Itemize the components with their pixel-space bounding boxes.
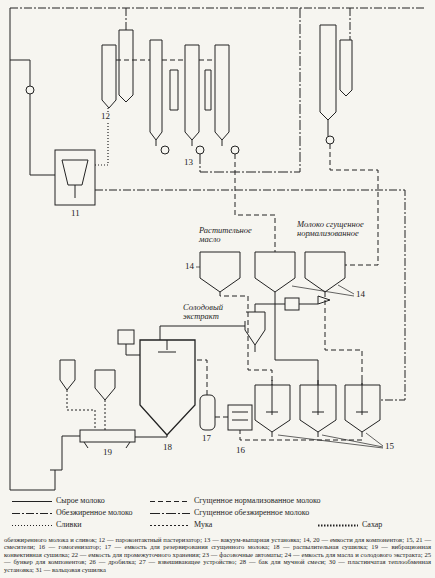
legend-text: Сгущенное нормализованное молоко [194,497,321,505]
legend-line-sample [12,525,52,526]
callout-number: 15 [384,442,395,451]
legend-line-sample [12,501,52,502]
callout-number: 19 [102,448,113,457]
legend-line-sample [150,525,190,526]
stream-label: Молоко сгущенное нормализованное [296,220,372,238]
stream-label: Растительное масло [198,226,256,244]
callout-number: 17 [201,434,212,443]
legend-line-sample [12,513,52,514]
callout-number: 11 [70,209,81,218]
stream-label: Солодовый экстракт [182,303,246,321]
figure-caption: обезжиренного молока и сливок; 12 — паро… [4,536,431,573]
legend-text: Обезжиренное молоко [56,509,132,517]
legend-text: Сгущенное обезжиренное молоко [194,509,309,517]
legend-line-sample [318,525,358,527]
legend-line-sample [150,513,190,514]
callout-number: 13 [183,158,194,167]
legend-text: Сырое молоко [56,497,105,505]
callout-number: 14 [184,262,195,271]
legend-text: Сахар [362,521,382,529]
legend-line-sample [150,501,190,502]
callout-number: 18 [162,443,173,452]
callout-number: 12 [100,112,111,121]
callout-number: 14 [355,290,366,299]
legend-text: Сливки [56,521,82,529]
legend-text: Мука [194,521,212,529]
callout-number: 16 [235,446,246,455]
